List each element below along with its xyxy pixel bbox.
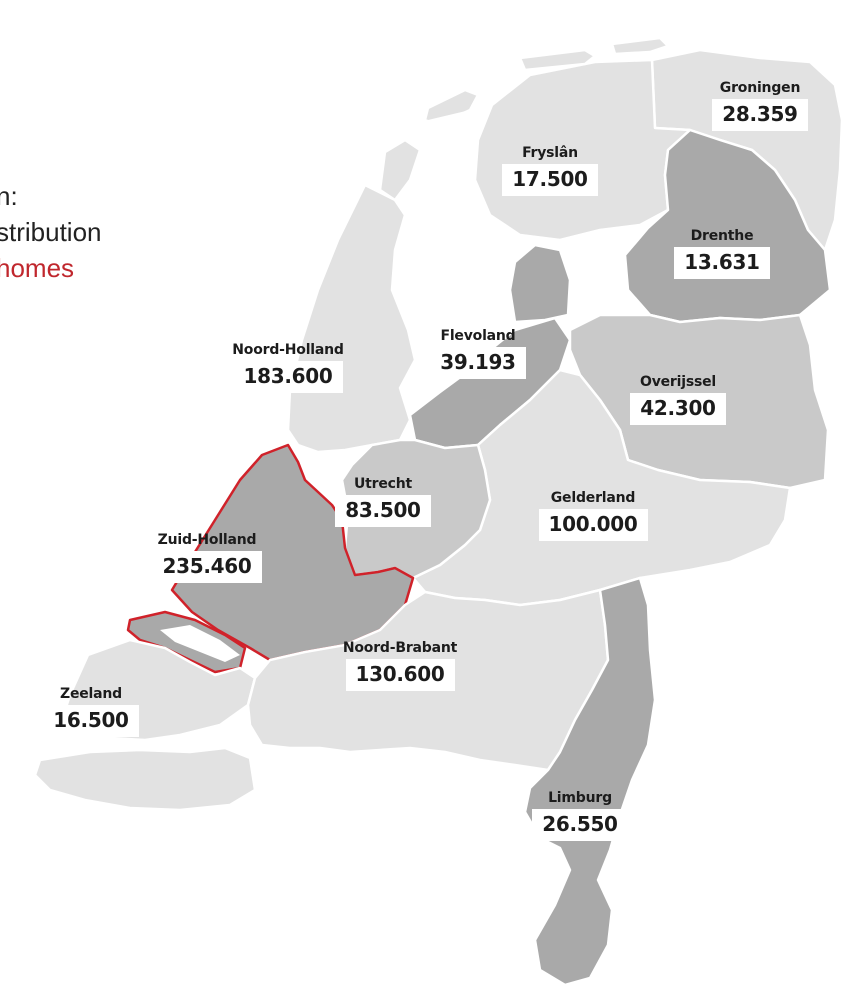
province-noord-holland[interactable]: [286, 183, 417, 454]
title-line-3: homes: [0, 253, 75, 283]
title-line-2: stribution: [0, 217, 102, 247]
province-flevoland-nop: [508, 243, 572, 324]
water-delta: [160, 625, 240, 662]
province-limburg[interactable]: [523, 576, 657, 987]
island-ameland: [518, 48, 597, 72]
island-schiermonnikoog: [610, 36, 670, 56]
province-zeeland-flanders: [33, 746, 257, 812]
map-title: n: stribution homes: [0, 178, 102, 286]
title-line-1: n:: [0, 181, 18, 211]
water-ijsselmeer: [400, 200, 510, 372]
water-wadden-sea: [405, 70, 530, 210]
